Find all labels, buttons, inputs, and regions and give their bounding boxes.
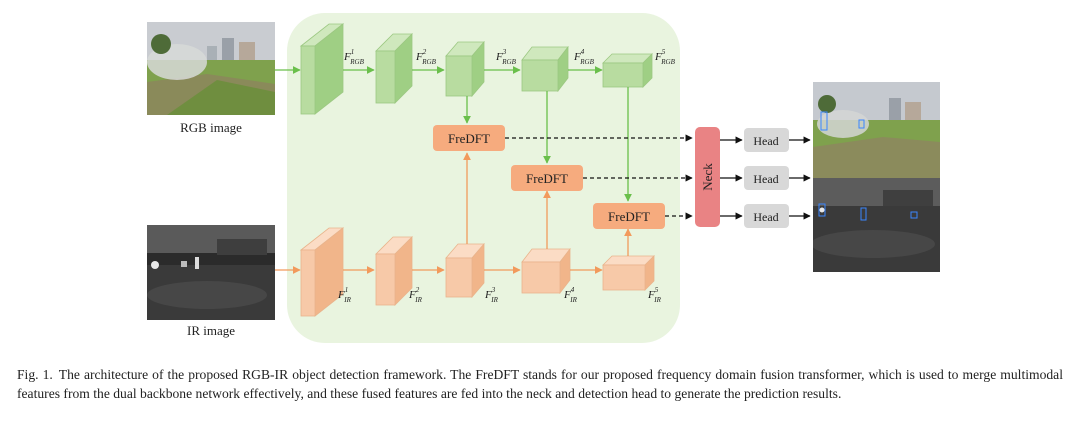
neck-label: Neck	[700, 163, 715, 191]
figure-label: Fig. 1.	[17, 367, 53, 382]
fredft-label-1: FreDFT	[448, 131, 490, 146]
ir-input-image	[147, 225, 275, 320]
ir-feature-block-2	[375, 236, 413, 306]
ir-feature-block-5	[602, 255, 655, 291]
rgb-input-image	[147, 22, 275, 115]
figure-caption-text: The architecture of the proposed RGB-IR …	[17, 367, 1063, 401]
ir-output-image	[813, 178, 940, 272]
rgb-feature-block-4	[521, 45, 569, 93]
head-module-1: Head	[744, 128, 789, 152]
rgb-feature-block-2	[375, 33, 413, 104]
rgb-feature-block-3	[445, 40, 485, 98]
ir-image-label: IR image	[186, 323, 235, 338]
rgb-output-image	[813, 82, 940, 178]
fredft-module-3: FreDFT	[593, 203, 665, 229]
ir-feature-block-3	[445, 242, 485, 299]
ir-feature-block-4	[521, 247, 571, 295]
head-label-3: Head	[753, 210, 778, 224]
head-label-1: Head	[753, 134, 778, 148]
head-module-2: Head	[744, 166, 789, 190]
fredft-module-2: FreDFT	[511, 165, 583, 191]
figure-caption: Fig. 1.The architecture of the proposed …	[17, 366, 1063, 403]
ir-feature-block-1	[299, 227, 345, 317]
fredft-module-1: FreDFT	[433, 125, 505, 151]
rgb-feature-block-1	[299, 23, 345, 115]
rgb-image-label: RGB image	[180, 120, 242, 135]
fredft-label-3: FreDFT	[608, 209, 650, 224]
architecture-diagram: FreDFT FreDFT FreDFT Neck Head Head Head…	[275, 13, 811, 343]
head-module-3: Head	[744, 204, 789, 228]
fredft-label-2: FreDFT	[526, 171, 568, 186]
rgb-feature-block-5	[602, 53, 653, 88]
head-label-2: Head	[753, 172, 778, 186]
neck-module: Neck	[695, 127, 720, 227]
